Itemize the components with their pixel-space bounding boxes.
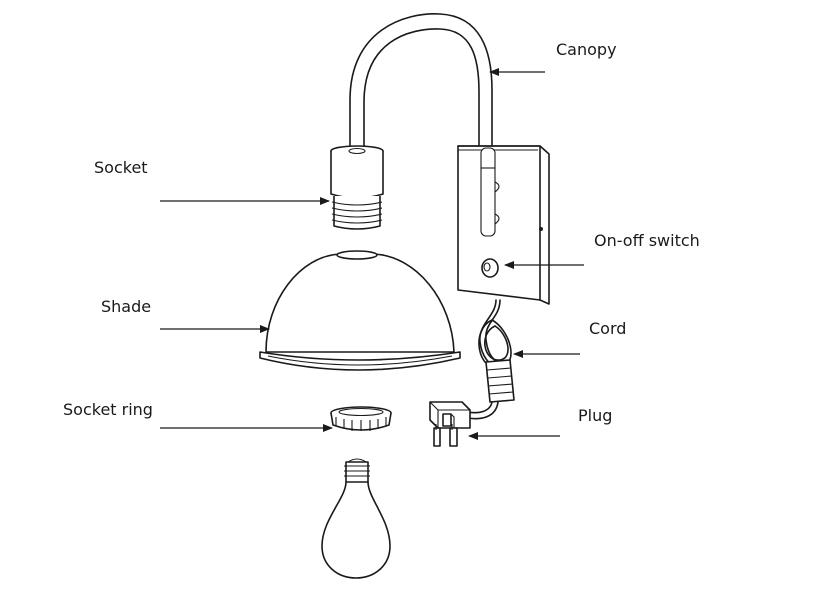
light-bulb xyxy=(321,458,391,579)
shade-label: Shade xyxy=(101,297,151,316)
shade xyxy=(259,250,461,371)
canopy-arm xyxy=(349,13,493,151)
on-off-switch-knob xyxy=(481,258,499,278)
socket-label: Socket xyxy=(94,158,148,177)
plug xyxy=(429,401,471,447)
canopy-label: Canopy xyxy=(556,40,617,59)
cord-label: Cord xyxy=(589,319,626,338)
on-off-switch-label: On-off switch xyxy=(594,231,700,250)
callout-arrows xyxy=(160,68,584,440)
socket xyxy=(330,145,384,230)
cord xyxy=(467,299,515,420)
wall-plate xyxy=(457,145,550,305)
socket-ring xyxy=(330,406,392,431)
plug-label: Plug xyxy=(578,406,612,425)
socket-ring-label: Socket ring xyxy=(63,400,153,419)
